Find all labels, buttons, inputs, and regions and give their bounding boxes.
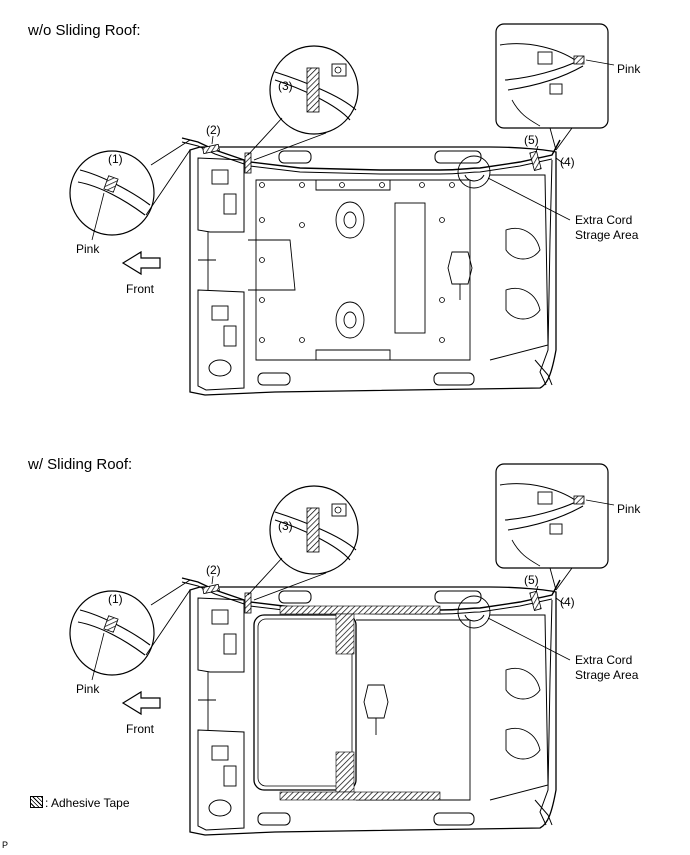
pink-label-left: Pink: [76, 682, 100, 696]
front-label: Front: [126, 282, 155, 296]
callout-1: (1): [108, 152, 123, 166]
pink-label-left: Pink: [76, 242, 100, 256]
extra-cord-label-line1: Extra Cord: [575, 653, 633, 667]
callout-3: (3): [278, 519, 293, 533]
callout-2: (2): [206, 123, 221, 137]
extra-cord-label-line2: Strage Area: [575, 228, 639, 242]
legend-adhesive-tape: : Adhesive Tape: [30, 796, 130, 810]
callout-2: (2): [206, 563, 221, 577]
pink-label-right: Pink: [617, 62, 641, 76]
sliding-roof-brackets: [279, 605, 441, 801]
mount-holes: [259, 182, 455, 343]
callout-4: (4): [560, 155, 575, 169]
panel-title: w/ Sliding Roof:: [28, 456, 133, 473]
callout-4: (4): [560, 595, 575, 609]
callout-5: (5): [524, 573, 539, 587]
extra-cord-label-line2: Strage Area: [575, 668, 639, 682]
callout-3: (3): [278, 79, 293, 93]
sliding-roof-opening: [253, 614, 471, 801]
callout-5: (5): [524, 133, 539, 147]
pink-label-right: Pink: [617, 502, 641, 516]
plain-roof-interior: [248, 179, 473, 361]
panel-with-sliding-roof: [69, 463, 615, 836]
hatch-swatch-icon: [30, 796, 43, 808]
front-label: Front: [126, 722, 155, 736]
legend-label: : Adhesive Tape: [45, 796, 130, 810]
extra-cord-label-line1: Extra Cord: [575, 213, 633, 227]
callout-1: (1): [108, 592, 123, 606]
panel-title: w/o Sliding Roof:: [28, 22, 141, 39]
corner-mark: P: [2, 840, 9, 850]
panel-without-sliding-roof: [69, 23, 615, 396]
